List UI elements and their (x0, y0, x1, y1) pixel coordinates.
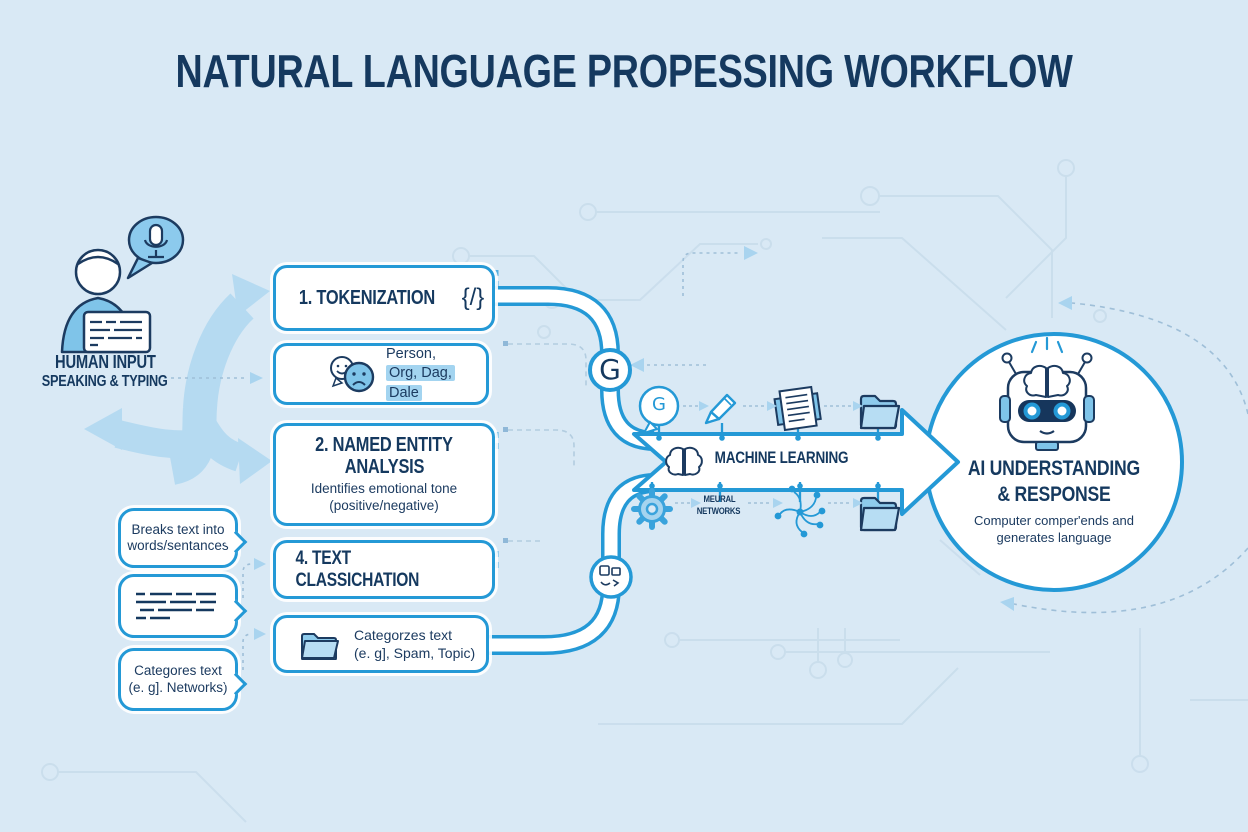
pencil-icon (704, 393, 737, 425)
dashed-dots (503, 341, 508, 543)
brain-icon (665, 446, 703, 476)
g-badge-circle (588, 348, 632, 392)
circuit-background-pattern (41, 159, 1248, 823)
arrow-connector-dots (649, 435, 881, 489)
box-named-entity: 2. NAMED ENTITY ANALYSIS Identifies emot… (273, 423, 495, 526)
input-swoosh-arrows (84, 274, 272, 485)
ai-robot-icon (999, 336, 1095, 451)
pipe-bottom (489, 473, 655, 655)
g-bubble-letter: G (652, 394, 666, 415)
human-figure-icon (60, 248, 152, 354)
redacted-text-icon (136, 592, 216, 620)
callout-breaks-text: Breaks text into words/sentances (118, 508, 238, 568)
folder-icon (301, 633, 339, 660)
folder-icon-top (859, 394, 901, 430)
diagram-title: NATURAL LANGUAGE PROPESSING WORKFLOW (175, 45, 1073, 97)
tokenization-title: 1. TOKENIZATION (298, 286, 435, 309)
callout-text-lines (118, 574, 238, 638)
entity-examples: Person, Org, Dag, Dale (386, 345, 455, 404)
neural-networks-label: MEURAL NETWORKS (697, 494, 741, 518)
code-braces-symbol: {/} (461, 284, 485, 311)
box-categorize: Categorzes text (e. g], Spam, Topic) (273, 615, 489, 673)
box-classification: 4. TEXT CLASSICHATION (273, 540, 495, 599)
folder-icon-bottom (859, 496, 901, 532)
human-input-label: HUMAN INPUT SPEAKING & TYPING (42, 352, 168, 390)
blocks-badge-circle (589, 555, 633, 599)
g-badge-letter: G (599, 353, 621, 386)
gear-icon (631, 488, 673, 530)
output-circle-dashed-orbit (1013, 302, 1248, 614)
icon-row-dashed-arrows (675, 405, 852, 504)
ai-title-line2: & RESPONSE (997, 482, 1111, 506)
microphone-speech-bubble-icon (126, 215, 185, 280)
ai-subtitle-line1: Computer comper'ends and (973, 513, 1134, 528)
ai-subtitle-line2: generates language (996, 530, 1112, 545)
document-icon (773, 385, 822, 432)
box-entities: Person, Org, Dag, Dale (273, 343, 489, 405)
box-tokenization: 1. TOKENIZATION {/} (273, 265, 495, 331)
g-speech-bubble-icon (638, 385, 680, 435)
machine-learning-label: MACHINE LEARNING (714, 449, 849, 467)
orbit-arrowheads (1000, 296, 1072, 611)
callout-networks: Categores text (e. g]. Networks) (118, 648, 238, 711)
categorize-text: Categorzes text (e. g], Spam, Topic) (354, 626, 476, 661)
ai-title-line1: AI UNDERSTANDING (967, 456, 1141, 480)
neural-network-swirl-icon (774, 485, 826, 538)
icon-row-arrowheads (691, 401, 863, 508)
sentiment-faces-icon (330, 356, 375, 393)
dashed-decorations (508, 343, 587, 542)
